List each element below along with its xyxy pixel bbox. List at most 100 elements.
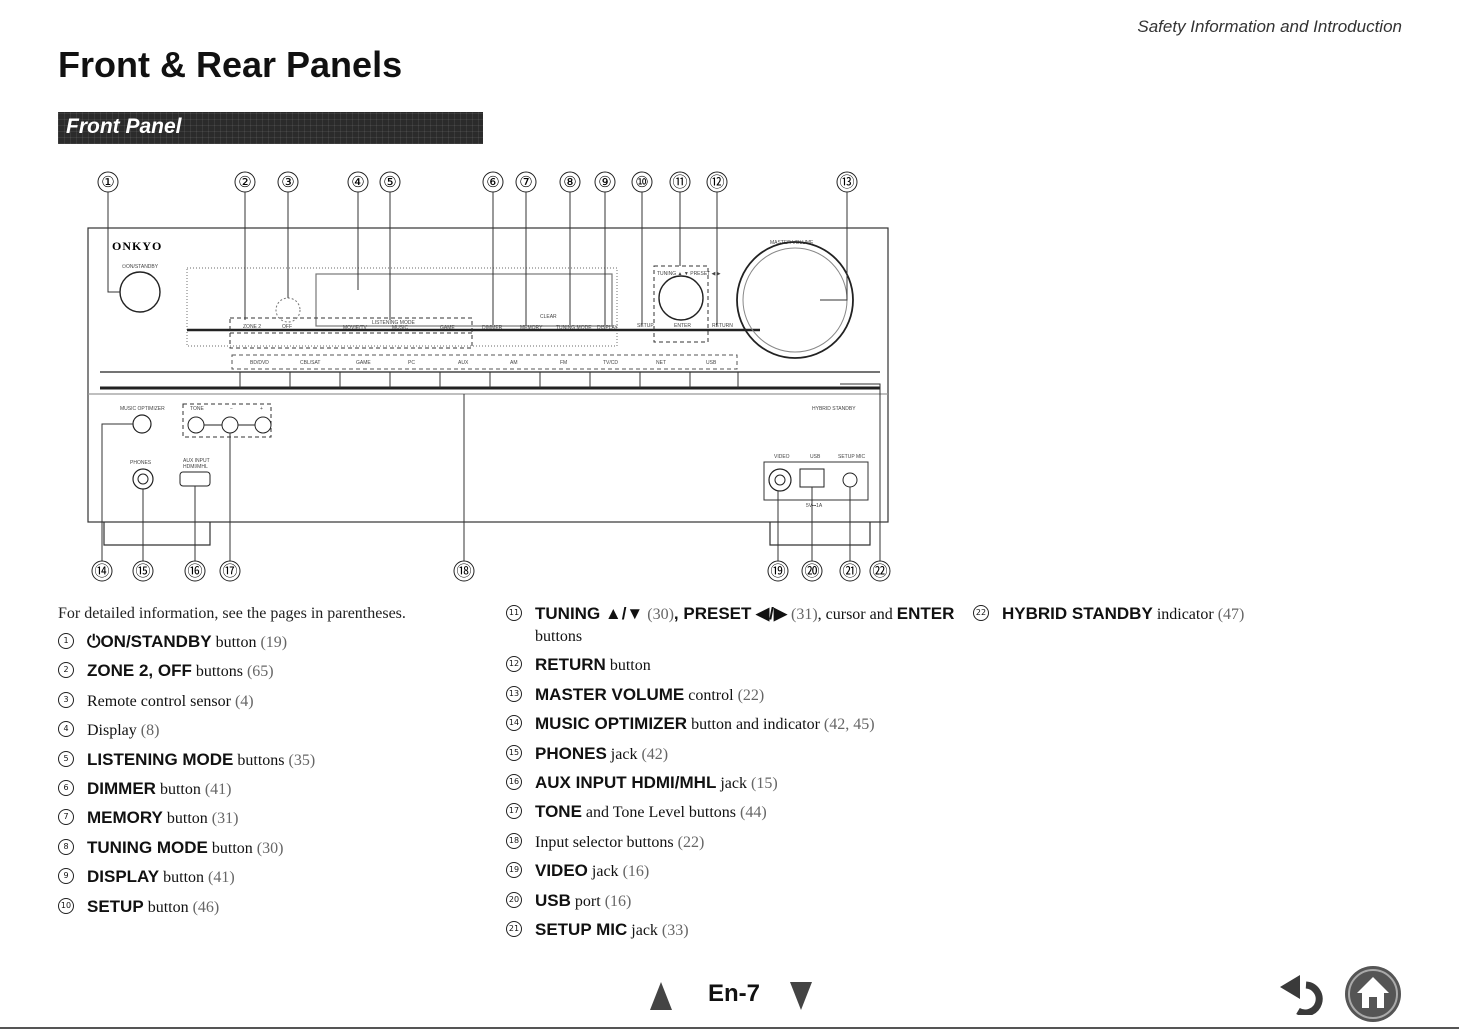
callout-13: ⑬: [836, 171, 858, 193]
svg-text:GAME: GAME: [356, 360, 371, 366]
svg-text:AUX: AUX: [458, 360, 469, 366]
intro-text: For detailed information, see the pages …: [58, 605, 406, 622]
svg-text:NET: NET: [656, 360, 666, 366]
svg-text:HYBRID STANDBY: HYBRID STANDBY: [812, 406, 856, 412]
callout-18: ⑱: [453, 560, 475, 582]
callout-3: ③: [277, 171, 299, 193]
section-bar: Front Panel: [58, 112, 483, 144]
svg-text:CLEAR: CLEAR: [540, 314, 557, 320]
svg-text:⑫: ⑫: [709, 173, 724, 191]
svg-text:FM: FM: [560, 360, 567, 366]
svg-text:㉒: ㉒: [872, 562, 887, 580]
legend-item-1: 1⏻ON/STANDBY button (19): [58, 631, 488, 654]
callout-10: ⑩: [631, 171, 653, 193]
svg-text:PC: PC: [408, 360, 415, 366]
svg-text:TUNING MODE: TUNING MODE: [556, 325, 592, 331]
page-title: Front & Rear Panels: [58, 44, 403, 85]
svg-text:ZONE 2: ZONE 2: [243, 324, 261, 330]
leader-lines: [101, 192, 881, 570]
svg-text:OFF: OFF: [282, 324, 292, 330]
running-header: Safety Information and Introduction: [1137, 17, 1402, 36]
usb-port: [799, 468, 825, 488]
callout-15: ⑮: [132, 560, 154, 582]
svg-text:USB: USB: [810, 454, 821, 460]
top-callouts: ① ② ③ ④ ⑤ ⑥ ⑦ ⑧ ⑨ ⑩ ⑪ ⑫ ⑬: [97, 171, 858, 193]
tuning-preset-group: [653, 265, 709, 343]
callout-11: ⑪: [669, 171, 691, 193]
bottom-callouts: ⑭ ⑮ ⑯ ⑰ ⑱ ⑲ ⑳ ㉑ ㉒: [91, 560, 891, 582]
display-panel: [186, 267, 618, 347]
callout-1: ①: [97, 171, 119, 193]
svg-text:③: ③: [281, 173, 294, 191]
callout-5: ⑤: [379, 171, 401, 193]
master-volume-knob: [736, 241, 854, 359]
callout-22: ㉒: [869, 560, 891, 582]
phones-jack: [132, 468, 154, 490]
front-panel-diagram: ① ② ③ ④ ⑤ ⑥ ⑦ ⑧ ⑨ ⑩ ⑪ ⑫ ⑬ BD/DVD CBL/SAT: [87, 171, 891, 582]
svg-text:⑨: ⑨: [598, 173, 611, 191]
svg-text:MOVIE/TV: MOVIE/TV: [343, 325, 368, 331]
callout-12: ⑫: [706, 171, 728, 193]
callout-8: ⑧: [559, 171, 581, 193]
svg-text:⑱: ⑱: [456, 562, 471, 580]
callout-9: ⑨: [594, 171, 616, 193]
svg-text:TUNING ▲ ▼ PRESET ◀ ▶: TUNING ▲ ▼ PRESET ◀ ▶: [657, 271, 721, 277]
svg-text:⏻ON/STANDBY: ⏻ON/STANDBY: [122, 264, 159, 270]
power-button: [119, 271, 161, 313]
previous-page-icon[interactable]: [650, 982, 672, 1010]
svg-text:⑥: ⑥: [486, 173, 499, 191]
callout-14: ⑭: [91, 560, 113, 582]
callout-6: ⑥: [482, 171, 504, 193]
svg-text:⑭: ⑭: [94, 562, 109, 580]
setup-mic-jack: [842, 472, 858, 488]
callout-2: ②: [234, 171, 256, 193]
callout-21: ㉑: [839, 560, 861, 582]
svg-text:CBL/SAT: CBL/SAT: [300, 360, 320, 366]
music-optimizer-button: [132, 414, 152, 434]
svg-text:GAME: GAME: [440, 325, 455, 331]
callout-19: ⑲: [767, 560, 789, 582]
video-jack: [768, 468, 792, 492]
svg-text:VIDEO: VIDEO: [774, 454, 790, 460]
selector-buttons: [231, 354, 739, 388]
svg-text:⑮: ⑮: [135, 562, 150, 580]
svg-text:⑬: ⑬: [839, 173, 854, 191]
svg-text:SETUP: SETUP: [637, 323, 654, 329]
svg-text:㉑: ㉑: [842, 562, 857, 580]
callout-17: ⑰: [219, 560, 241, 582]
callout-20: ⑳: [801, 560, 823, 582]
callout-4: ④: [347, 171, 369, 193]
svg-text:−: −: [230, 406, 233, 412]
svg-text:BD/DVD: BD/DVD: [250, 360, 269, 366]
svg-text:TV/CD: TV/CD: [603, 360, 618, 366]
back-arrow-icon[interactable]: [1276, 975, 1332, 1015]
receiver-body: [87, 227, 889, 546]
svg-text:USB: USB: [706, 360, 717, 366]
svg-text:SETUP MIC: SETUP MIC: [838, 454, 866, 460]
svg-text:PHONES: PHONES: [130, 460, 152, 466]
svg-text:5V⎓1A: 5V⎓1A: [806, 503, 823, 509]
home-icon[interactable]: [1343, 964, 1403, 1024]
svg-text:+: +: [260, 406, 263, 412]
svg-text:⑤: ⑤: [383, 173, 396, 191]
svg-text:⑦: ⑦: [519, 173, 532, 191]
svg-text:MUSIC: MUSIC: [392, 325, 409, 331]
svg-text:AUX INPUT: AUX INPUT: [183, 458, 210, 464]
next-page-icon[interactable]: [790, 982, 812, 1010]
svg-text:①: ①: [101, 173, 114, 191]
